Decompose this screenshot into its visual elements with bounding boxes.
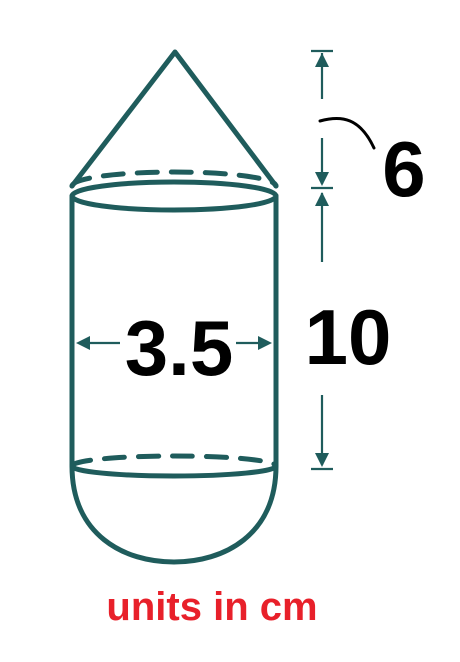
cone (69, 49, 279, 189)
diameter-label: 3.5 (125, 304, 233, 392)
units-note: units in cm (106, 585, 317, 629)
hemisphere (69, 463, 279, 565)
cone-side-edges (69, 49, 279, 189)
cylinder (69, 179, 279, 479)
cylinder-top-rim (69, 179, 279, 213)
cylinder-height-label: 10 (305, 293, 392, 381)
cone-base-hidden-edge (69, 169, 279, 189)
cone-height-leader (318, 117, 376, 150)
cone-height-arrow (311, 49, 333, 190)
cylinder-bottom-hidden-edge (69, 453, 279, 469)
cylinder-bottom-front-edge (69, 463, 279, 479)
cone-height-label: 6 (382, 125, 425, 213)
diameter-arrow (76, 336, 272, 350)
cylinder-height-arrow (311, 192, 333, 471)
